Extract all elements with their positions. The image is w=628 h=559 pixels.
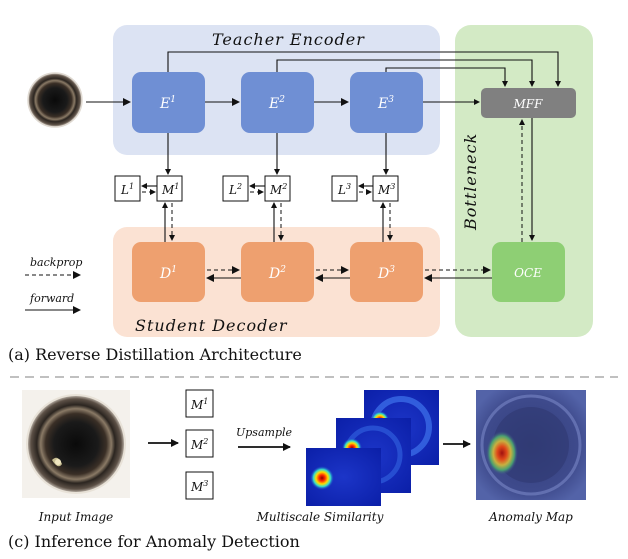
encoder-block-3 [350, 72, 423, 133]
decoder-label-1: D1 [159, 265, 177, 282]
decoder-block-3 [350, 242, 423, 302]
similarity-box-3: M3 [372, 175, 399, 202]
loss-box-1: L1 [114, 175, 141, 202]
encoder-label-3: E3 [377, 95, 394, 112]
anomaly-map-label: Anomaly Map [488, 510, 573, 524]
oce-label: OCE [514, 266, 542, 280]
svg-text:M1: M1 [161, 182, 179, 197]
encoder-block-2 [241, 72, 314, 133]
bottleneck-title: Bottleneck [461, 133, 480, 231]
student-decoder-title: Student Decoder [135, 316, 288, 335]
map-box-2: M2 [185, 429, 214, 458]
encoder-label-2: E2 [268, 95, 285, 112]
loss-box-3: L3 [331, 175, 358, 202]
input-lens-image-top [25, 70, 85, 130]
heatmap-1 [306, 448, 381, 506]
similarity-box-2: M2 [264, 175, 291, 202]
map-box-3: M3 [185, 471, 214, 500]
upsample-label: Upsample [236, 426, 293, 439]
input-image-label: Input Image [38, 510, 114, 524]
similarity-box-1: M1 [156, 175, 183, 202]
multiscale-similarity-label: Multiscale Similarity [256, 510, 384, 524]
encoder-label-1: E1 [159, 95, 176, 112]
anomaly-map-image [476, 390, 586, 500]
decoder-block-1 [132, 242, 205, 302]
decoder-label-3: D3 [377, 265, 395, 282]
loss-box-2: L2 [222, 175, 249, 202]
oce-block [492, 242, 565, 302]
heatmap-stack [306, 390, 439, 506]
svg-text:L1: L1 [120, 182, 134, 197]
svg-text:M1: M1 [190, 397, 208, 412]
svg-text:L2: L2 [228, 182, 242, 197]
decoder-block-2 [241, 242, 314, 302]
input-lens-image-bottom [22, 390, 130, 498]
map-box-1: M1 [185, 389, 214, 418]
backprop-arrows [25, 119, 525, 279]
decoder-label-2: D2 [268, 265, 286, 282]
svg-text:M2: M2 [269, 182, 287, 197]
svg-text:M3: M3 [190, 479, 208, 494]
legend-backprop-label: backprop [30, 256, 82, 269]
svg-text:M2: M2 [190, 437, 208, 452]
forward-arrows [25, 51, 561, 314]
mff-block [481, 88, 576, 118]
caption-c: (c) Inference for Anomaly Detection [8, 532, 300, 551]
teacher-encoder-title: Teacher Encoder [212, 30, 365, 49]
legend-forward-label: forward [29, 292, 74, 305]
caption-a: (a) Reverse Distillation Architecture [8, 345, 302, 364]
svg-text:L3: L3 [337, 182, 351, 197]
svg-text:M3: M3 [377, 182, 395, 197]
mff-label: MFF [513, 97, 544, 111]
encoder-block-1 [132, 72, 205, 133]
